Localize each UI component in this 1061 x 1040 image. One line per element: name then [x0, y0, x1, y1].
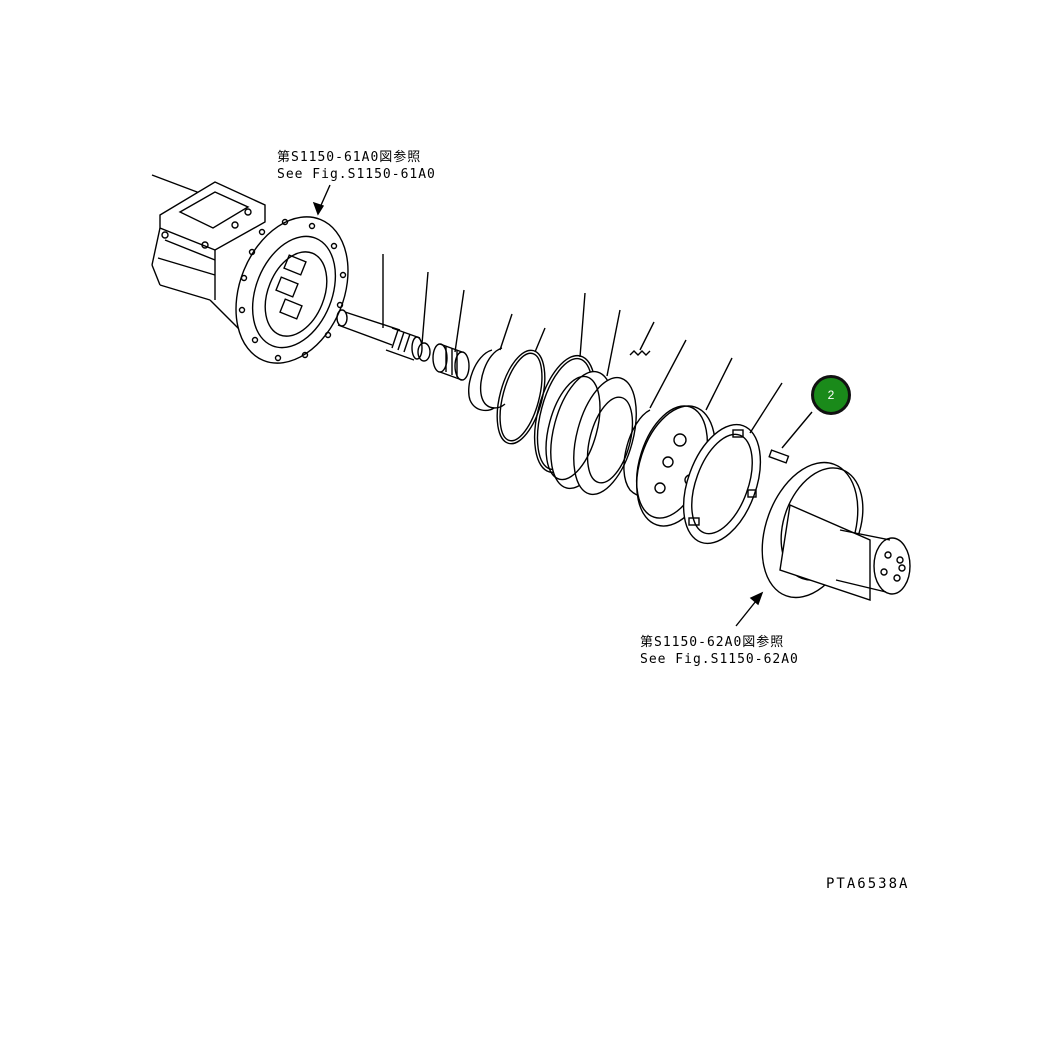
spring-pin: [629, 321, 655, 356]
figure-code: PTA6538A: [826, 876, 910, 892]
needle-bearing: [432, 289, 470, 381]
housing-flange: [235, 216, 349, 364]
wheel-hub: [761, 461, 911, 601]
drive-shaft: [336, 254, 423, 361]
reference-arrow-top: [312, 184, 331, 216]
thrust-washer: [468, 313, 513, 412]
reference-label-top-en: See Fig.S1150-61A0: [277, 167, 436, 182]
brake-piston: [545, 309, 637, 496]
part-callout-label: 2: [827, 388, 835, 402]
reference-arrow-bottom: [735, 591, 764, 627]
notched-ring: [682, 382, 783, 545]
reference-label-top: 第S1150-61A0図参照 See Fig.S1150-61A0: [277, 149, 436, 183]
part-callout-2[interactable]: 2: [811, 375, 851, 415]
reference-label-top-ja: 第S1150-61A0図参照: [277, 150, 422, 165]
reference-label-bottom: 第S1150-62A0図参照 See Fig.S1150-62A0: [640, 634, 799, 668]
o-ring-1: [496, 327, 546, 445]
snap-ring-small: [417, 271, 431, 362]
dowel-pin: [768, 411, 813, 464]
reference-label-bottom-ja: 第S1150-62A0図参照: [640, 635, 785, 650]
reference-label-bottom-en: See Fig.S1150-62A0: [640, 652, 799, 667]
axle-housing: [151, 174, 266, 331]
